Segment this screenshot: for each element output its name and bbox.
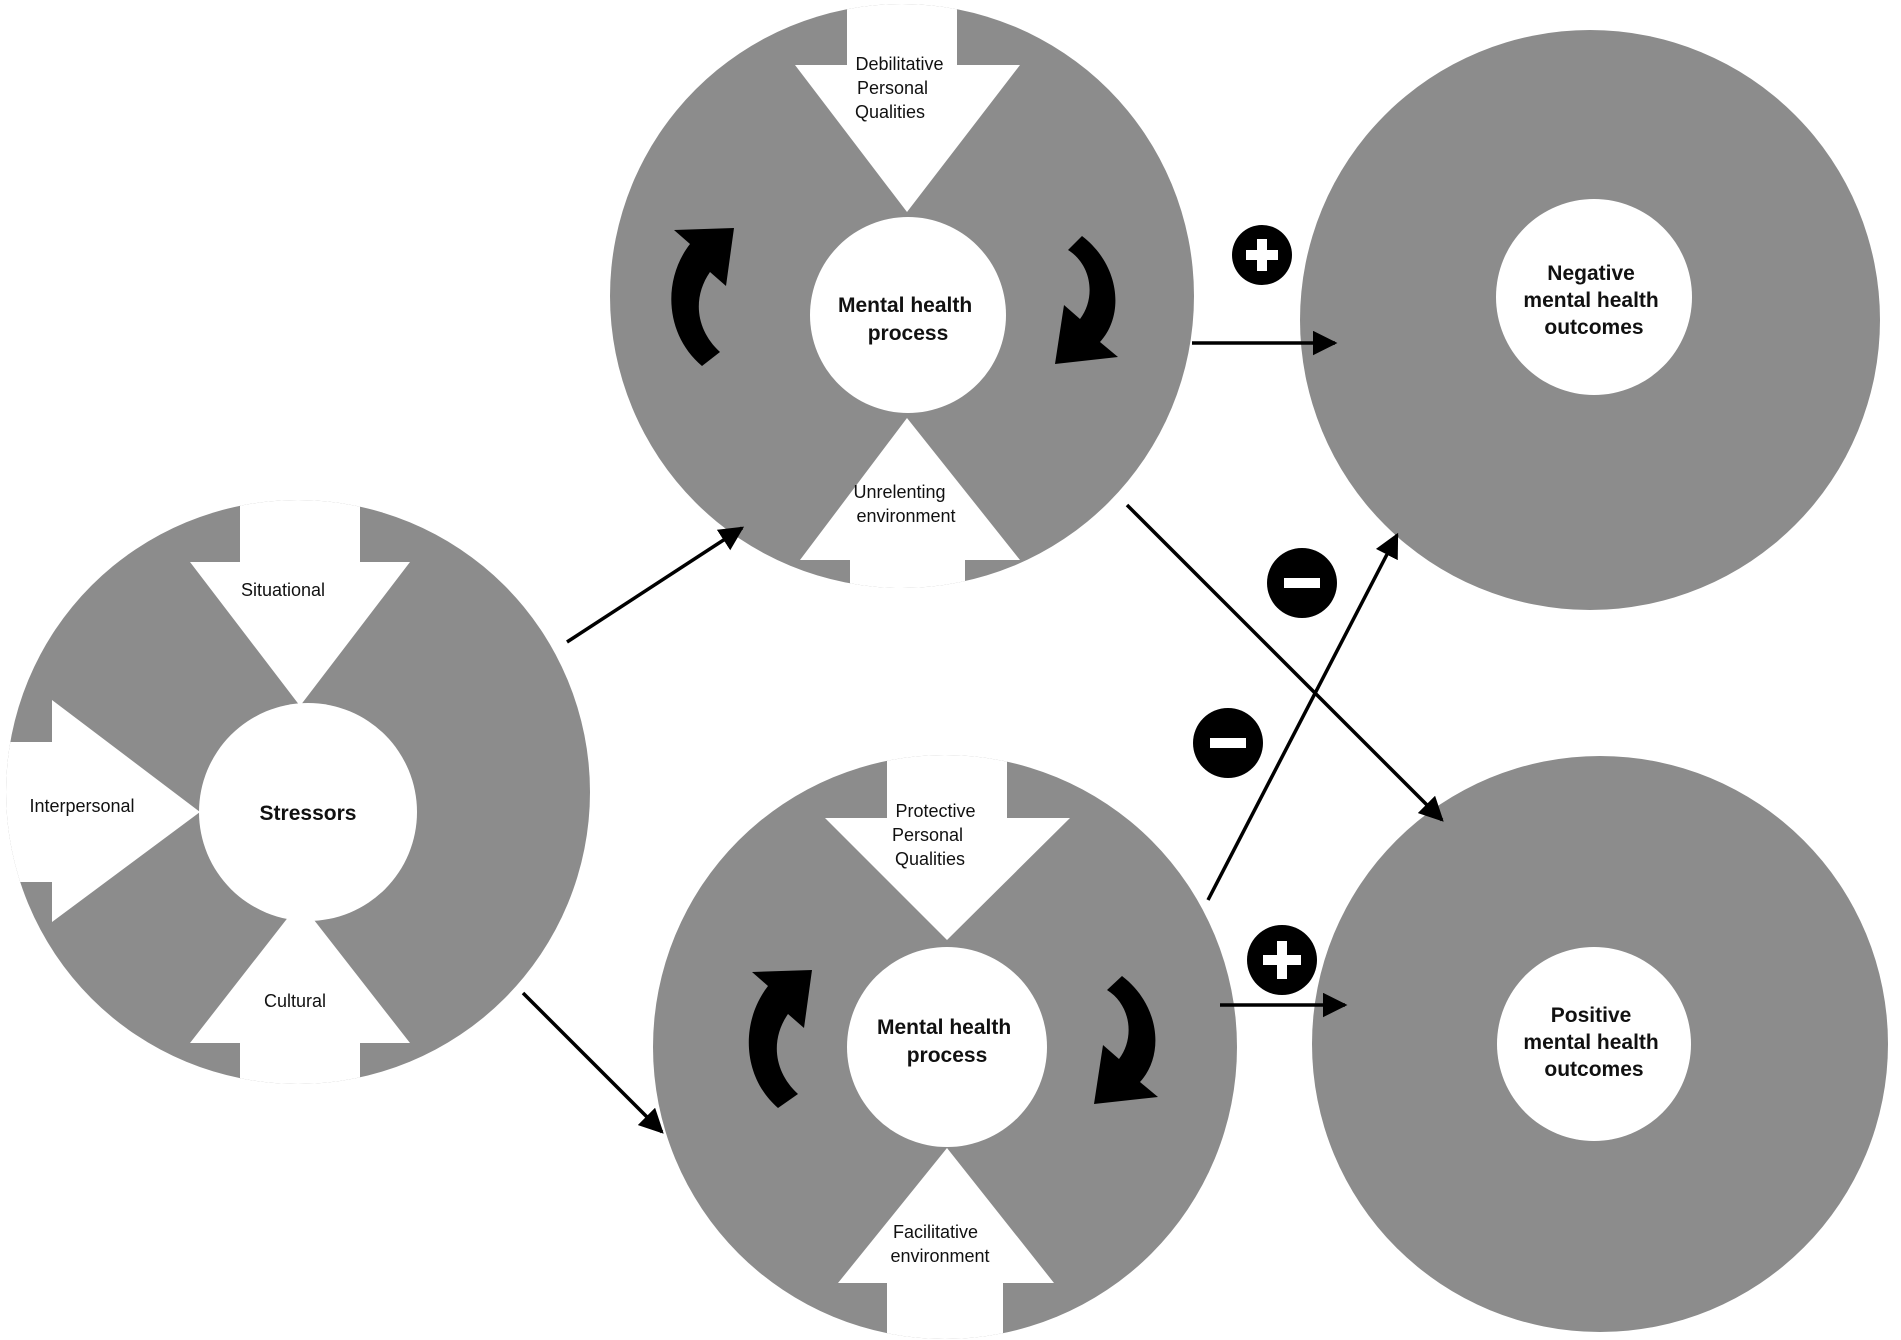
positive-outcomes-circle: Positive mental health outcomes [1312, 756, 1888, 1332]
stressors-inner-circle [199, 703, 417, 921]
plus-sign-icon [1247, 925, 1317, 995]
situational-label: Situational [241, 580, 325, 600]
debilitative-arrow [795, 4, 1020, 212]
unrelenting-label: Unrelenting environment [853, 482, 955, 526]
facilitative-label: Facilitative environment [890, 1222, 989, 1266]
cultural-label: Cultural [264, 991, 326, 1011]
arrow-positive-process-to-negative-outcomes [1206, 532, 1399, 901]
cycle-arrow-right-icon [1055, 236, 1118, 364]
cycle-arrow-right-icon [1094, 976, 1158, 1104]
process-positive-circle: Mental health process Protective Persona… [653, 755, 1237, 1339]
negative-outcomes-inner-circle [1496, 199, 1692, 395]
cultural-arrow [190, 902, 410, 1084]
debilitative-label: Debilitative Personal Qualities [855, 54, 949, 122]
unrelenting-arrow [800, 418, 1020, 588]
positive-outcomes-inner-circle [1497, 947, 1691, 1141]
protective-label: Protective Personal Qualities [892, 801, 981, 869]
arrow-stressors-to-negative-process [566, 526, 745, 644]
cycle-arrow-left-icon [671, 228, 734, 366]
facilitative-arrow [838, 1148, 1054, 1339]
interpersonal-arrow [6, 700, 200, 922]
arrow-stressors-to-positive-process [521, 991, 664, 1134]
process-negative-center-label: Mental health process [838, 294, 978, 345]
arrow-negative-process-to-positive-outcomes [1125, 503, 1444, 822]
stressors-center-label: Stressors [260, 802, 357, 825]
interpersonal-label: Interpersonal [29, 796, 134, 816]
minus-sign-icon [1193, 708, 1263, 778]
minus-sign-icon [1267, 548, 1337, 618]
negative-outcomes-circle: Negative mental health outcomes [1300, 30, 1880, 610]
process-negative-inner-circle [810, 217, 1006, 413]
stressors-circle: Stressors Situational Interpersonal Cult… [6, 500, 590, 1084]
cycle-arrow-left-icon [748, 970, 812, 1108]
negative-outcomes-label: Negative mental health outcomes [1523, 262, 1664, 339]
positive-outcomes-label: Positive mental health outcomes [1523, 1004, 1664, 1081]
protective-arrow [825, 755, 1070, 940]
plus-sign-icon [1232, 225, 1292, 285]
process-negative-circle: Mental health process Debilitative Perso… [610, 4, 1194, 588]
situational-arrow [190, 500, 410, 706]
process-positive-center-label: Mental health process [877, 1016, 1017, 1067]
process-positive-inner-circle [847, 947, 1047, 1147]
